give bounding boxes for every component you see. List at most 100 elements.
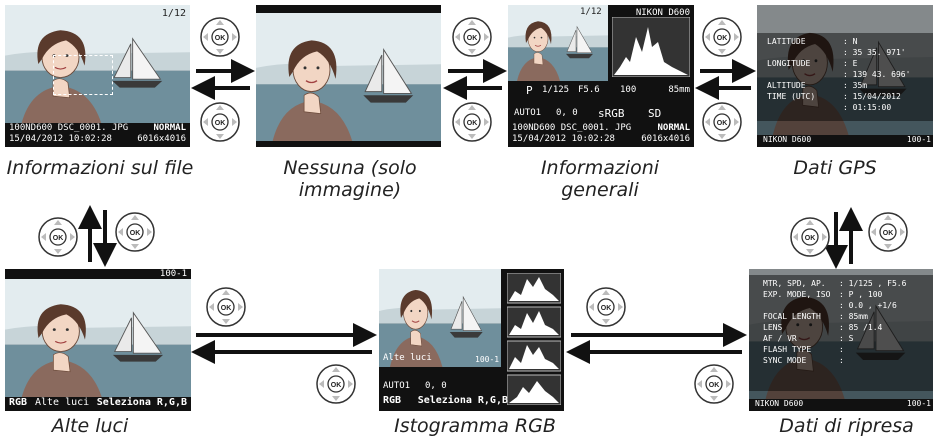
info-row-label: AF / VR xyxy=(763,334,797,343)
shutter: 1/125 xyxy=(542,85,570,95)
multi-selector-icon xyxy=(694,364,734,404)
multi-selector-icon xyxy=(200,102,240,142)
info-row-label: LONGITUDE xyxy=(767,59,811,68)
frame-counter: 100-1 xyxy=(159,269,187,279)
multi-selector-icon xyxy=(868,212,908,252)
focus-frame xyxy=(53,55,113,95)
caption-shooting-data: Dati di ripresa xyxy=(779,415,914,437)
info-row: LATITUDE : N xyxy=(767,37,857,46)
frame-counter: 100-1 xyxy=(906,399,931,408)
info-row-label: TIME (UTC) xyxy=(767,92,816,101)
screen-file-info: 1/12 100ND600 DSC_0001. JPG NORMAL 15/04… xyxy=(5,5,190,147)
camera-model: NIKON D600 xyxy=(635,8,690,18)
image-size: 6016x4016 xyxy=(137,134,186,144)
arrow-pair-2 xyxy=(443,59,507,100)
info-row-value: : xyxy=(839,356,844,365)
highlights-label: Alte luci xyxy=(383,353,432,363)
caption-none-line2: immagine) xyxy=(298,179,402,201)
info-row: SYNC MODE: xyxy=(763,356,844,365)
screen-general: 1/12 NIKON D600 P 1/125 F5.6 100 85mm AU… xyxy=(508,5,694,147)
caption-none: Nessuna (solo immagine) xyxy=(250,157,450,201)
multi-selector-icon xyxy=(206,287,246,327)
screen-gps: LATITUDE : N : 35 35. 971' LONGITUDE : E : 13… xyxy=(757,5,933,147)
info-row-label: LATITUDE xyxy=(767,37,806,46)
arrow-pair-6 xyxy=(566,323,747,364)
info-row-value: : N xyxy=(843,37,858,46)
info-row: MTR, SPD, AP. : 1/125 , F5.6 xyxy=(763,279,906,288)
multi-selector-icon xyxy=(790,217,830,257)
channel: RGB xyxy=(9,397,28,408)
file-line-1: 100ND600 DSC_0001. JPG xyxy=(9,123,129,133)
info-row: : 35 35. 971' xyxy=(767,48,906,57)
screen-highlights: 100-1 RGB Alte luci Seleziona R,G,B xyxy=(5,269,191,411)
info-row: FOCAL LENGTH : 85mm xyxy=(763,312,868,321)
multi-selector-icon xyxy=(702,102,742,142)
multi-selector-icon xyxy=(452,102,492,142)
info-row: ALTITUDE: 35m xyxy=(767,81,867,90)
info-row-value: : 01:15:00 xyxy=(843,103,892,112)
info-row: LONGITUDE : E xyxy=(767,59,857,68)
caption-file-info: Informazioni sul file xyxy=(6,157,194,179)
info-row-label: EXP. MODE, ISO xyxy=(763,290,831,299)
info-row-value: : 85 /1.4 xyxy=(839,323,883,332)
screen-rgb-histogram: Alte luci 100-1 AUTO1 0, 0 RGB Seleziona… xyxy=(379,269,564,411)
multi-selector-icon xyxy=(316,364,356,404)
camera-model: NIKON D600 xyxy=(763,135,812,144)
gps-panel xyxy=(757,33,933,121)
arrow-pair-7 xyxy=(824,207,863,269)
caption-rgb-histogram: Istogramma RGB xyxy=(394,415,556,437)
wb-adjust: 0, 0 xyxy=(425,381,447,391)
focal-length: 85mm xyxy=(668,85,690,95)
shooting-mode: P xyxy=(526,84,533,97)
multi-selector-icon xyxy=(200,17,240,57)
info-row-label: FOCAL LENGTH xyxy=(763,312,821,321)
info-row: : 139 43. 696' xyxy=(767,70,910,79)
image-size: 6016x4016 xyxy=(641,134,690,144)
caption-gps: Dati GPS xyxy=(793,157,877,179)
quality: NORMAL xyxy=(657,123,690,133)
info-row: EXP. MODE, ISO: P , 100 xyxy=(763,290,882,299)
multi-selector-icon xyxy=(115,212,155,252)
file-line-1: 100ND600 DSC_0001. JPG xyxy=(512,123,632,133)
caption-none-line1: Nessuna (solo xyxy=(283,157,417,179)
info-row-label: LENS xyxy=(763,323,783,332)
select-channel: Seleziona R,G,B xyxy=(417,395,508,406)
info-row-value: : 35 35. 971' xyxy=(843,48,906,57)
caption-general-line1: Informazioni xyxy=(540,157,660,179)
caption-general-line2: generali xyxy=(561,179,639,201)
info-row-value: : 1/125 , F5.6 xyxy=(839,279,907,288)
scene-photo xyxy=(256,13,441,141)
caption-general: Informazioni generali xyxy=(500,157,700,201)
arrow-pair-3 xyxy=(695,59,756,100)
info-row-value: : S xyxy=(839,334,854,343)
color-space: sRGB xyxy=(598,107,625,120)
highlights-label: Alte luci xyxy=(35,397,90,408)
info-row-label: SYNC MODE xyxy=(763,356,807,365)
info-row-value: : 139 43. 696' xyxy=(843,70,911,79)
iso: 100 xyxy=(620,85,637,95)
arrow-pair-1 xyxy=(191,59,255,100)
scene-photo xyxy=(5,279,191,397)
arrow-pair-4 xyxy=(78,205,117,267)
info-row-value: : 35m xyxy=(843,81,868,90)
info-row-value: : xyxy=(839,345,844,354)
multi-selector-icon xyxy=(702,17,742,57)
multi-selector-icon xyxy=(586,287,626,327)
info-row-value: : 15/04/2012 xyxy=(843,92,901,101)
info-row-value: : E xyxy=(843,59,858,68)
multi-selector-icon xyxy=(452,17,492,57)
shooting-panel xyxy=(749,275,933,391)
white-balance: AUTO1 xyxy=(383,381,411,391)
frame-counter: 100-1 xyxy=(475,355,500,364)
info-row: LENS : 85 /1.4 xyxy=(763,323,882,332)
aperture: F5.6 xyxy=(578,85,600,95)
info-row-label: MTR, SPD, AP. xyxy=(763,279,826,288)
info-row: TIME (UTC) : 15/04/2012 xyxy=(767,92,901,101)
channel: RGB xyxy=(383,395,402,406)
info-row-value: : 85mm xyxy=(839,312,868,321)
picture-control: SD xyxy=(648,107,662,120)
multi-selector-icon xyxy=(38,217,78,257)
info-row: : 01:15:00 xyxy=(767,103,891,112)
arrow-pair-5 xyxy=(191,323,377,364)
info-row: AF / VR : S xyxy=(763,334,853,343)
